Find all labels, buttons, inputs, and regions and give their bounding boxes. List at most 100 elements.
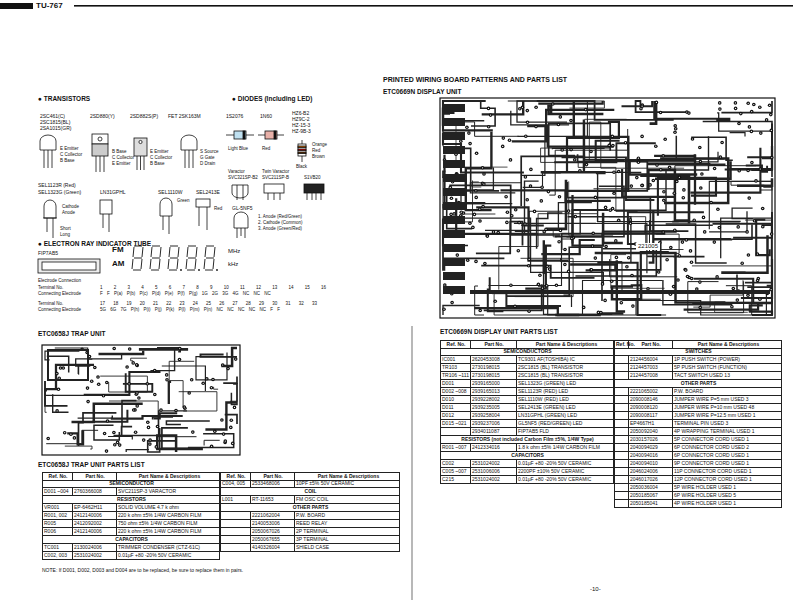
table-cell: 750 ohm ±5% 1/4W CARBON FILM	[117, 520, 221, 527]
pcb-hole	[541, 200, 542, 201]
pcb-hole	[147, 383, 148, 384]
pcb-pad	[103, 432, 107, 436]
pcb-hole	[656, 165, 657, 166]
section-heading: ETC0658J TRAP UNIT PARTS LIST	[38, 461, 145, 469]
pcb-pad	[637, 161, 641, 165]
pcb-hole	[747, 231, 748, 232]
pcb-pad	[106, 419, 110, 423]
table-cell: TC9301 AF(TOSHIBA) IC	[517, 356, 615, 363]
pcb-pad	[585, 163, 589, 167]
pcb-hole	[57, 410, 58, 411]
pcb-hole	[444, 284, 445, 285]
pcb-pad	[526, 109, 530, 113]
pcb-pad	[716, 208, 720, 212]
pcb-hole	[605, 207, 606, 208]
pcb-pad	[478, 219, 482, 223]
pcb-trace	[157, 436, 203, 452]
label-text: Orange	[312, 142, 327, 147]
table-cell-empty	[615, 388, 629, 395]
table-cell: L001	[221, 496, 251, 503]
pcb-hole	[225, 441, 226, 442]
table-cell: 10PF ±5% 50V CERAMIC	[295, 480, 401, 487]
table-cell-empty	[221, 536, 251, 543]
label-text: SEL1110W	[158, 189, 183, 195]
pcb-pad	[652, 179, 656, 183]
pcb-hole	[562, 149, 563, 150]
table-cell: D011	[441, 404, 471, 411]
led-symbol	[43, 198, 248, 238]
pcb-pad	[611, 144, 615, 148]
pcb-pad	[591, 244, 595, 248]
pcb-hole	[535, 126, 536, 127]
pcb-hole	[56, 373, 57, 374]
pcb-pad	[750, 161, 754, 165]
pcb-pad	[698, 280, 702, 284]
pcb-pad	[761, 207, 765, 211]
pcb-pad	[482, 182, 486, 186]
pcb-pad	[555, 284, 559, 288]
pcb-hole	[602, 283, 603, 284]
pcb-pad	[132, 408, 136, 412]
pcb-pad	[746, 169, 750, 173]
label-text: 1N60	[260, 113, 272, 119]
pcb-hole	[759, 299, 760, 300]
pcb-pad	[210, 445, 214, 449]
pcb-hole	[663, 231, 664, 232]
table-cell: 2SC1815 (BL) TRANSISTOR	[517, 364, 615, 371]
pcb-hole	[738, 226, 739, 227]
pcb-pad	[224, 439, 228, 443]
pcb-pad	[698, 146, 702, 150]
pcb-pad	[691, 137, 695, 141]
segment-display	[132, 246, 218, 271]
pcb-hole	[212, 379, 213, 380]
table-row: CAPACITORS	[440, 452, 614, 460]
pcb-hole	[539, 275, 540, 276]
table-row: OTHER PARTS	[614, 380, 782, 388]
pcb-pad	[449, 213, 453, 217]
pcb-hole	[751, 111, 752, 112]
pcb-pad	[692, 218, 696, 222]
pcb-pad	[601, 282, 605, 286]
pcb-hole	[717, 209, 718, 210]
table-cell-empty	[615, 412, 629, 419]
pcb-pad	[62, 366, 66, 370]
pcb-pad	[676, 278, 680, 282]
pcb-hole	[524, 224, 525, 225]
pcb-pad	[669, 246, 673, 250]
pcb-hole	[519, 222, 520, 223]
pcb-pad	[468, 142, 472, 146]
pcb-pad	[567, 209, 571, 213]
label-text: Red	[312, 148, 320, 153]
pcb-pad	[753, 219, 757, 223]
pcb-pad	[627, 256, 631, 260]
pcb-pad	[700, 172, 704, 176]
pcb-trace	[546, 180, 566, 229]
pcb-trace	[649, 210, 654, 262]
pcb-hole	[642, 106, 643, 107]
table-row: VR001EP-6462H11SOLID VOLUME 4.7 k ohm	[42, 504, 220, 512]
label-text: B Base	[150, 161, 165, 166]
pcb-hole	[583, 307, 584, 308]
pcb-hole	[64, 432, 65, 433]
pcb-pad	[730, 305, 734, 309]
pcb-hole	[466, 127, 467, 128]
segment	[159, 259, 160, 269]
label-text: Green	[177, 198, 190, 203]
pcb-hole	[509, 140, 510, 141]
pcb-pad	[673, 228, 677, 232]
pcb-pad	[69, 432, 73, 436]
pcb-pad	[685, 238, 689, 242]
pcb-hole	[476, 153, 477, 154]
pcb-pad	[474, 189, 478, 193]
pcb-hole	[737, 300, 738, 301]
table-cell: 9P CONNECTOR CORD USED 1	[673, 460, 783, 467]
pcb-hole	[560, 116, 561, 117]
pcb-hole	[700, 307, 701, 308]
pcb-hole	[722, 142, 723, 143]
pcb-trace	[188, 434, 234, 448]
section-heading: ● ELECTRON RAY INDICATOR TUBE	[38, 240, 151, 248]
segment	[196, 247, 197, 257]
pcb-pad	[190, 378, 194, 382]
pcb-hole	[488, 108, 489, 109]
pcb-pad	[559, 115, 563, 119]
